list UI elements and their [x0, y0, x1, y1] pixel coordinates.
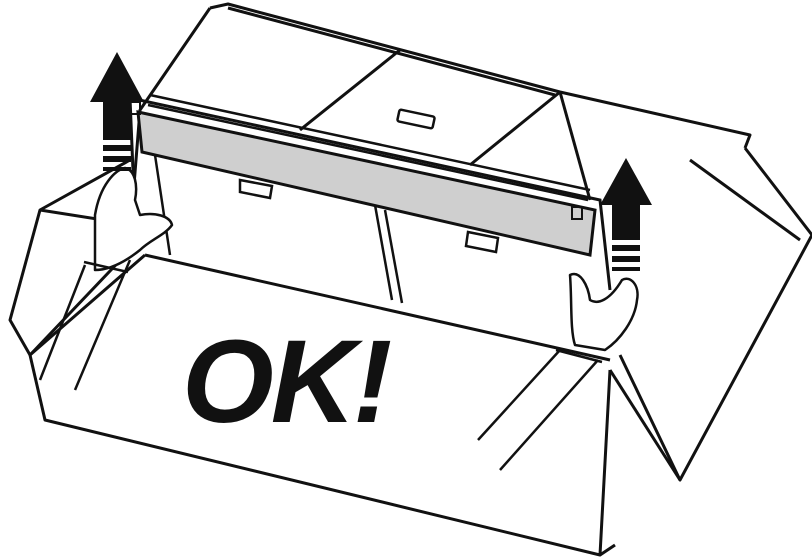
hand-icon [40, 168, 172, 390]
ok-label: OK! [176, 323, 395, 441]
up-arrow-icon [600, 158, 652, 271]
filter-panel-icon [130, 98, 610, 290]
hand-icon [478, 274, 638, 470]
